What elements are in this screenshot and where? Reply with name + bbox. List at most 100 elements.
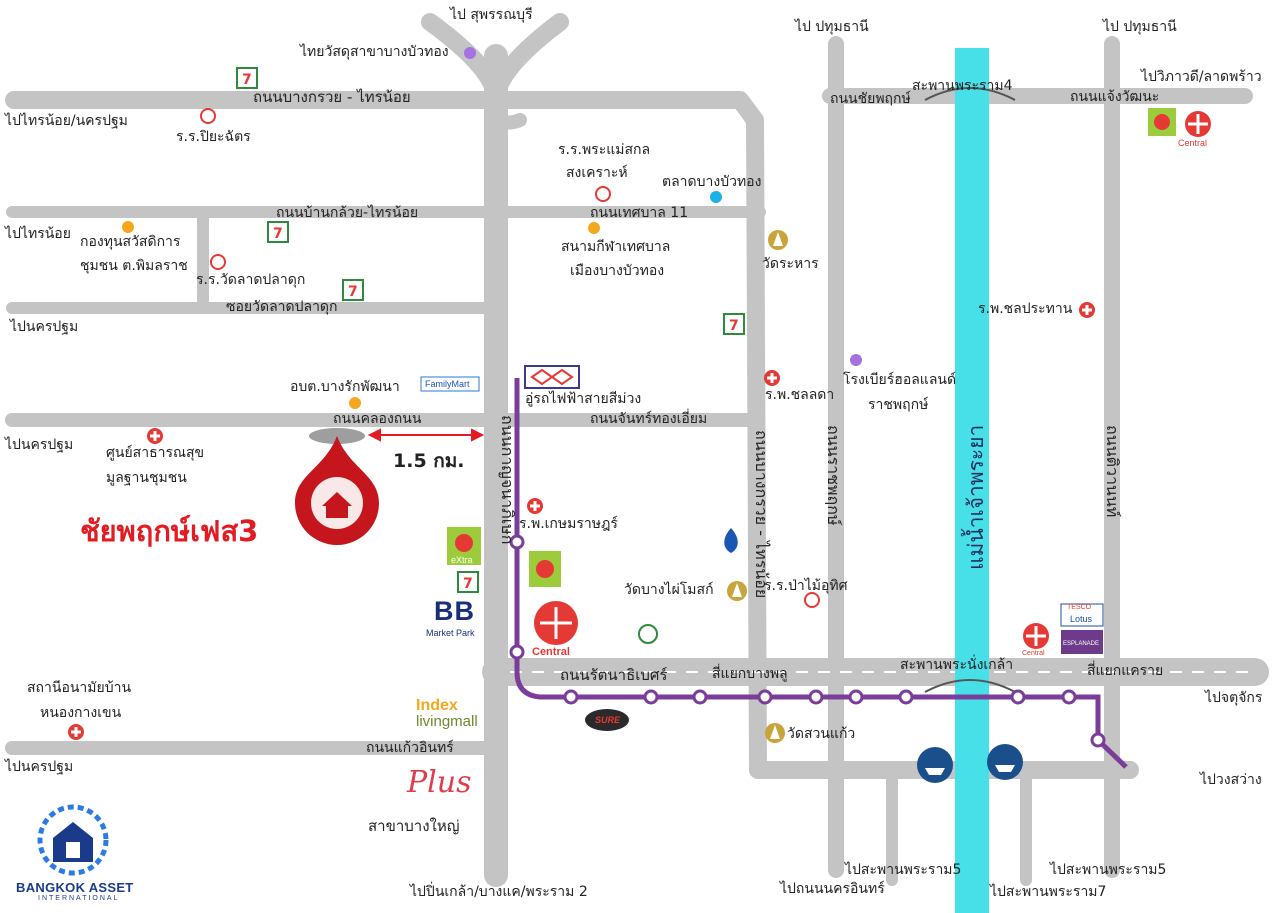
place-label: มูลฐานชุมชน xyxy=(106,470,187,486)
poi-dot-purple xyxy=(850,354,862,366)
bridge-label: สะพานพระราม4 xyxy=(912,78,1013,94)
road-label-vertical: ถนนติวานนท์ xyxy=(1103,425,1122,518)
road-label-vertical: ถนนราชพฤกษ์ xyxy=(824,425,843,526)
direction-label: ไปวิภาวดี/ลาดพร้าว xyxy=(1141,69,1262,85)
road-label: ถนนบ้านกล้วย-ไทรน้อย xyxy=(276,205,419,221)
road-label: ซอยวัดลาดปลาดุก xyxy=(226,299,338,315)
place-label: สงเคราะห์ xyxy=(566,165,628,181)
place-label: กองทุนสวัสดิการ xyxy=(80,234,181,250)
distance-label: 1.5 กม. xyxy=(393,450,465,472)
place-label: ร.พ.เกษมราษฎร์ xyxy=(519,516,618,532)
central-label: Central xyxy=(1178,138,1208,148)
direction-label: ไปไทรน้อย/นครปฐม xyxy=(5,113,128,129)
junction-label: สี่แยกบางพลู xyxy=(712,666,788,682)
svg-text:7: 7 xyxy=(463,576,473,592)
direction-label: ไป สุพรรณบุรี xyxy=(450,7,533,23)
place-label: วัดสวนแก้ว xyxy=(787,726,856,742)
direction-label: ไปวงสว่าง xyxy=(1200,772,1262,788)
direction-label: ไป ปทุมธานี xyxy=(795,19,869,35)
place-label: ตลาดบางบัวทอง xyxy=(662,174,762,190)
ferry-icon xyxy=(917,744,1023,783)
sure-icon xyxy=(585,709,629,731)
road-label: ถนนจันทร์ทองเอี่ยม xyxy=(590,411,708,427)
project-name: ชัยพฤกษ์เฟส3 xyxy=(80,514,259,548)
place-label: วัดระหาร xyxy=(762,256,819,272)
gas-station-icon xyxy=(724,528,738,553)
place-label: ร.ร.ปิยะฉัตร xyxy=(176,129,251,145)
place-label: ราชพฤกษ์ xyxy=(868,397,929,413)
road-label: ถนนบางกรวย - ไทรน้อย xyxy=(253,88,411,106)
direction-label: ไปนครปฐม xyxy=(5,759,74,775)
place-label: โรงเบียร์ฮอลแลนด์ xyxy=(843,372,957,388)
river-chaophraya xyxy=(955,48,989,913)
lotus-label: Lotus xyxy=(1070,614,1093,624)
mrt-stations xyxy=(509,534,1106,748)
place-label: หนองกางเขน xyxy=(40,705,122,721)
direction-label: ไปสะพานพระราม5 xyxy=(1050,862,1167,878)
tesco-label: TESCO xyxy=(1067,604,1092,611)
familymart-icon xyxy=(420,376,480,392)
direction-label: ไปจตุจักร xyxy=(1205,690,1263,706)
road-label: ถนนชัยพฤกษ์ xyxy=(830,91,911,107)
seven-eleven-icon xyxy=(236,67,745,593)
plus-logo: Plus xyxy=(407,765,472,800)
index-logo-sub: livingmall xyxy=(416,713,478,730)
direction-label: ไป ปทุมธานี xyxy=(1103,19,1177,35)
river-label: แม่น้ำเจ้าพระยา xyxy=(964,424,988,570)
road-label-vertical: ถนนบางกรวย - ไทรน้อย xyxy=(752,430,771,599)
place-label: ไทยวัสดุสาขาบางบัวทอง xyxy=(300,44,449,60)
place-label: ร.พ.ชลลดา xyxy=(765,387,835,403)
bangkok-asset-logo xyxy=(37,804,109,876)
direction-label: ไปถนนนครอินทร์ xyxy=(780,881,885,897)
svg-text:7: 7 xyxy=(273,226,283,242)
place-label: สาขาบางใหญ่ xyxy=(368,817,460,835)
poi-dot-cyan xyxy=(710,191,722,203)
index-logo: Index xyxy=(416,697,458,714)
poi-dot-orange xyxy=(349,397,361,409)
direction-label: ไปสะพานพระราม5 xyxy=(845,862,962,878)
place-label: ร.ร.พระแม่สกล xyxy=(558,142,651,158)
place-label: สถานีอนามัยบ้าน xyxy=(27,680,132,696)
direction-label: ไปนครปฐม xyxy=(5,437,74,453)
direction-label: ไปสะพานพระราม7 xyxy=(990,884,1107,900)
bb-logo: BB xyxy=(434,596,475,626)
distance-arrow xyxy=(367,428,485,442)
place-label: ร.ร.ป่าไม้อุทิศ xyxy=(764,578,848,594)
road-label: ถนนเทศบาล 11 xyxy=(590,205,689,221)
place-label: สนามกีฬาเทศบาล xyxy=(561,239,671,255)
bridge-phranangklao xyxy=(924,679,1016,693)
place-label: ชุมชน ต.พิมลราช xyxy=(80,258,188,274)
tesco-lotus-icon xyxy=(1060,603,1104,627)
extra-label: eXtra xyxy=(451,555,473,565)
poi-dot-orange xyxy=(122,221,134,233)
bridge-rama4 xyxy=(924,87,1016,101)
bank-icon xyxy=(638,624,658,644)
bridge-label: สะพานพระนั่งเกล้า xyxy=(900,657,1014,673)
svg-text:7: 7 xyxy=(348,284,358,300)
poi-dot-orange xyxy=(588,222,600,234)
bb-logo-sub: Market Park xyxy=(426,628,475,638)
bangkok-asset-name: BANGKOK ASSET xyxy=(16,880,134,895)
direction-label: ไปนครปฐม xyxy=(10,319,79,335)
road-label: ถนนรัตนาธิเบศร์ xyxy=(560,666,668,684)
place-label: ร.พ.ชลประทาน xyxy=(978,301,1073,317)
road-label: ถนนแก้วอินทร์ xyxy=(366,740,454,756)
bangkok-asset-sub: INTERNATIONAL xyxy=(38,895,120,902)
place-label: ศูนย์สาธารณสุข xyxy=(106,445,205,461)
mrt-depot-icon xyxy=(524,365,580,389)
place-label: อบต.บางรักพัฒนา xyxy=(290,379,400,395)
place-label: เมืองบางบัวทอง xyxy=(570,263,665,279)
place-label: วัดบางไผ่โมสก์ xyxy=(624,582,714,598)
road-label-vertical: ถนนกาญจนาภิเษก xyxy=(498,415,517,545)
direction-label: ไปปิ่นเกล้า/บางแค/พระราม 2 xyxy=(410,884,588,900)
place-label: อู่รถไฟฟ้าสายสีม่วง xyxy=(525,391,642,407)
sure-label: SURE xyxy=(595,715,621,725)
direction-label: ไปไทรน้อย xyxy=(5,226,71,242)
esplanade-icon xyxy=(1061,630,1103,654)
poi-dot-purple xyxy=(464,47,476,59)
esplanade-label: ESPLANADE xyxy=(1063,641,1100,647)
central-label: Central xyxy=(1022,650,1045,657)
svg-text:7: 7 xyxy=(729,318,739,334)
familymart-label: FamilyMart xyxy=(425,379,470,389)
